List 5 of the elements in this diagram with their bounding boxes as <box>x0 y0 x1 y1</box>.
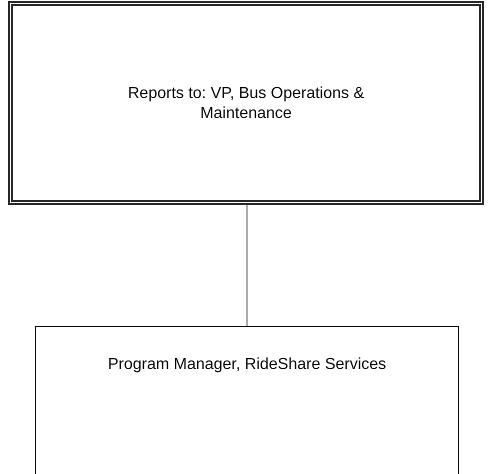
box-text: Program Manager, RideShare Services <box>108 355 386 375</box>
org-box <box>8 1 484 205</box>
connector-line <box>246 204 248 326</box>
box-text: Reports to: VP, Bus Operations & Maintenance <box>126 84 366 124</box>
org-box <box>35 326 459 474</box>
